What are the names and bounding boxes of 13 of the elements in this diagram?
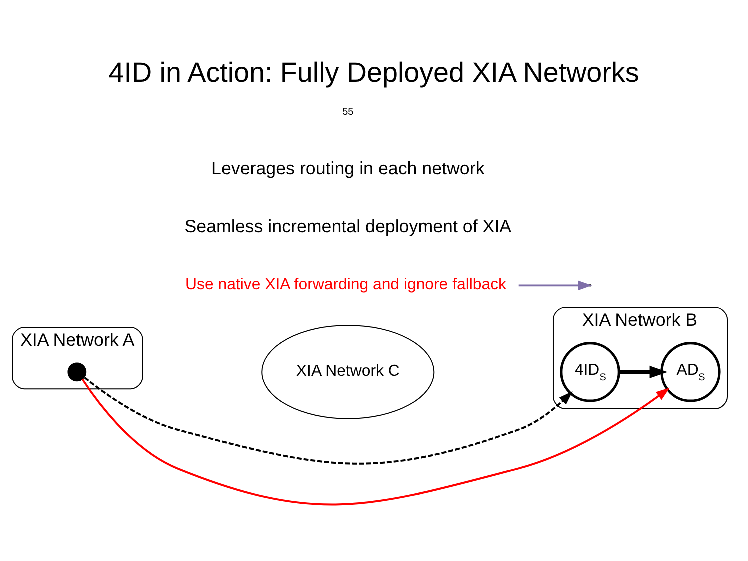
arrow [84, 377, 573, 465]
diagram-title: 4ID in Action: Fully Deployed XIA Networks [108, 57, 640, 88]
label: Leverages routing in each network [212, 158, 485, 179]
arrow [619, 366, 668, 378]
label: Seamless incremental deployment of XIA [184, 216, 512, 236]
node-text: Use native XIA forwarding and ignore fallback [186, 276, 507, 294]
arrow [82, 378, 670, 506]
node-circle: AD$_{S}$ [660, 342, 721, 402]
cluster: XIA Network A [12, 326, 144, 390]
node-ellipse: XIA Network C [262, 324, 435, 420]
node-circle: 4ID$_{S}$ [560, 342, 620, 402]
label: 55 [342, 107, 354, 118]
node-circle [68, 362, 87, 382]
